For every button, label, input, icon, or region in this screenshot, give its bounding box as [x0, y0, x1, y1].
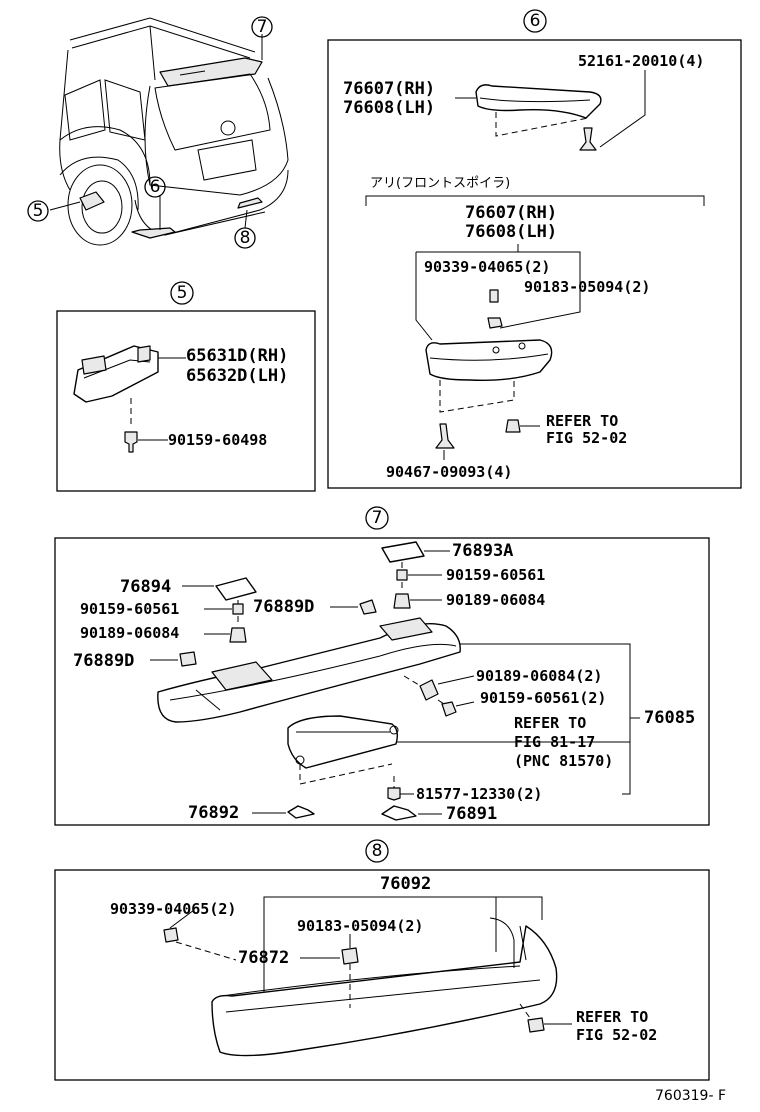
s6-refer-1[interactable]: REFER TO [546, 412, 618, 430]
nut-r-90189[interactable] [393, 593, 411, 609]
s7-cap-a[interactable]: 76893A [452, 541, 513, 561]
s6-note: アリ(フロントスポイラ) [370, 176, 510, 191]
stop-lamp[interactable] [287, 715, 399, 769]
vehicle-overview [49, 17, 289, 246]
screw-90467[interactable] [435, 423, 455, 449]
s7-nut-l[interactable]: 90189-06084 [80, 624, 179, 642]
gasket-76891[interactable] [381, 805, 417, 821]
section-7-number: 7 [372, 508, 383, 528]
s6-refer-2[interactable]: FIG 52-02 [546, 429, 627, 447]
s7-pad-l[interactable]: 76889D [73, 651, 134, 671]
figure-id: 760319- F [655, 1088, 726, 1104]
fastener-90339[interactable] [489, 289, 499, 303]
rear-bumper-spoiler[interactable] [211, 925, 558, 1057]
bolt-refer-52-02[interactable] [505, 419, 521, 433]
callout-7-overview[interactable]: 7 [251, 16, 273, 38]
s5-bolt-label[interactable]: 90159-60498 [168, 431, 267, 449]
screw-2-90159[interactable] [441, 701, 457, 717]
s6-screw-label[interactable]: 90467-09093(4) [386, 463, 512, 481]
s8-assy[interactable]: 76092 [380, 874, 431, 894]
s7-refer-3[interactable]: (PNC 81570) [514, 752, 613, 770]
s7-screw-l[interactable]: 90159-60561 [80, 600, 179, 618]
s7-pad-r[interactable]: 76889D [253, 597, 314, 617]
section-6-number: 6 [530, 11, 541, 31]
cap-76894[interactable] [215, 577, 257, 601]
s8-refer-2[interactable]: FIG 52-02 [576, 1026, 657, 1044]
callout-6-overview-label: 6 [150, 177, 161, 197]
section-6-frame [327, 39, 742, 489]
s7-screw-r[interactable]: 90159-60561 [446, 566, 545, 584]
s7-nut-2[interactable]: 90189-06084(2) [476, 667, 602, 685]
section-8-badge [365, 839, 389, 863]
callout-6-overview[interactable]: 6 [144, 176, 166, 198]
section-5-number: 5 [177, 283, 188, 303]
screw-r-90159[interactable] [396, 569, 408, 581]
mudguard-part[interactable] [73, 345, 159, 403]
fastener-90339-s8[interactable] [163, 927, 179, 943]
section-5-badge [170, 281, 194, 305]
s7-cap[interactable]: 76894 [120, 577, 171, 597]
section-8-number: 8 [372, 841, 383, 861]
nut-90183-s8[interactable] [341, 947, 359, 965]
s6-with-part-lh[interactable]: 76608(LH) [465, 222, 557, 242]
pad-l-76889d[interactable] [179, 651, 197, 667]
screw-l-90159[interactable] [232, 603, 244, 615]
section-7: 7 76893A 90159-60561 90189-06084 76894 9… [54, 506, 710, 826]
section-5: 5 65631D(RH) 65632D(LH) 90159-60498 [56, 281, 316, 492]
nut-2-90189[interactable] [419, 679, 439, 701]
s8-refer-1[interactable]: REFER TO [576, 1008, 648, 1026]
roof-spoiler-overview [159, 57, 263, 87]
s7-assy[interactable]: 76085 [644, 708, 695, 728]
s7-refer-1[interactable]: REFER TO [514, 714, 586, 732]
bolt-90159-60498[interactable] [124, 431, 138, 453]
s7-refer-2[interactable]: FIG 81-17 [514, 733, 595, 751]
s6-with-part-rh[interactable]: 76607(RH) [465, 203, 557, 223]
s5-part-rh[interactable]: 65631D(RH) [186, 346, 288, 366]
callout-5-overview[interactable]: 5 [27, 200, 49, 222]
section-7-frame [54, 537, 710, 826]
callout-8-overview[interactable]: 8 [234, 227, 256, 249]
callout-5-overview-label: 5 [33, 201, 44, 221]
section-8: 8 76092 90339-04065(2) 76872 90183-05094… [54, 839, 710, 1081]
callout-8-overview-label: 8 [240, 228, 251, 248]
pad-r-76889d[interactable] [359, 599, 377, 615]
s7-bolt-2[interactable]: 81577-12330(2) [416, 785, 542, 803]
s5-part-lh[interactable]: 65632D(LH) [186, 366, 288, 386]
s8-fastener-a[interactable]: 90339-04065(2) [110, 900, 236, 918]
section-6-badge [523, 9, 547, 33]
s7-nut-r[interactable]: 90189-06084 [446, 591, 545, 609]
cap-76893a[interactable] [381, 541, 425, 563]
s7-screw-2[interactable]: 90159-60561(2) [480, 689, 606, 707]
s8-part[interactable]: 76872 [238, 948, 289, 968]
nut-90183[interactable] [487, 317, 503, 329]
s7-gasket-l[interactable]: 76892 [188, 803, 239, 823]
s6-fastener-b[interactable]: 90183-05094(2) [524, 278, 650, 296]
section-7-badge [365, 506, 389, 530]
section-8-frame [54, 869, 710, 1081]
s6-clip-label[interactable]: 52161-20010(4) [578, 52, 704, 70]
s6-fastener-a[interactable]: 90339-04065(2) [424, 258, 550, 276]
section-6: 6 76607(RH) 76608(LH) 52161-20010(4) アリ(… [327, 9, 742, 489]
callout-7-overview-label: 7 [257, 17, 268, 37]
s6-top-part-rh[interactable]: 76607(RH) [343, 79, 435, 99]
s7-gasket-r[interactable]: 76891 [446, 804, 497, 824]
bolt-81577[interactable] [387, 787, 401, 801]
s8-fastener-b[interactable]: 90183-05094(2) [297, 917, 423, 935]
bolt-refer-52-02-s8[interactable] [527, 1017, 545, 1033]
s6-top-part-lh[interactable]: 76608(LH) [343, 98, 435, 118]
section-5-frame [56, 310, 316, 492]
nut-l-90189[interactable] [229, 627, 247, 643]
gasket-76892[interactable] [287, 805, 315, 819]
clip-52161[interactable] [579, 127, 597, 151]
